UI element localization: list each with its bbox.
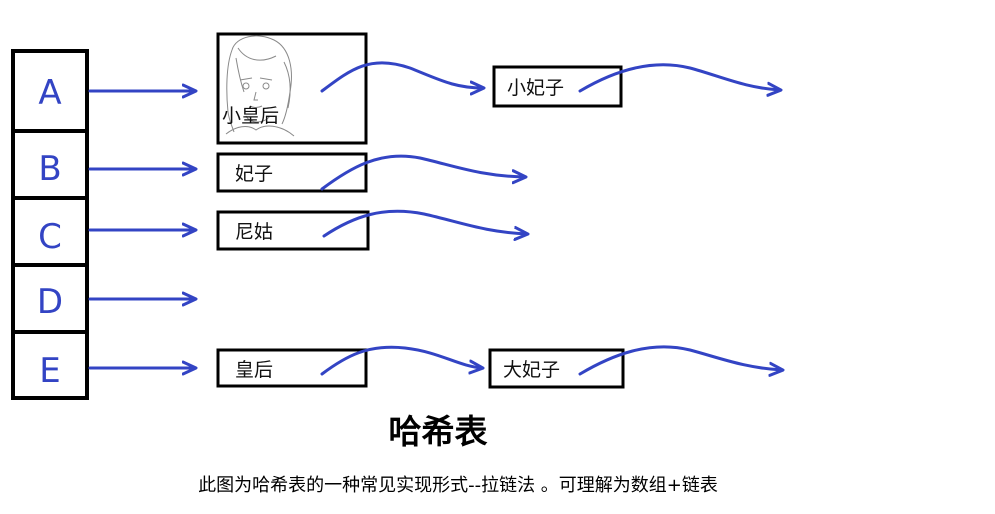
chain-node-box [216, 348, 368, 388]
bucket-label-a: A [38, 73, 61, 113]
chain-node-box [216, 152, 368, 193]
chain-c: 尼姑 [216, 209, 527, 251]
chain-next-arrow [578, 63, 780, 91]
chain-node-box [216, 32, 368, 145]
chain-node-label: 尼姑 [235, 221, 273, 243]
chain-node-label: 小皇后 [222, 105, 279, 127]
chain-node-box [488, 348, 625, 389]
chain-next-arrow [320, 61, 483, 91]
chain-node-label: 妃子 [235, 163, 273, 185]
bucket-pointers [88, 91, 195, 368]
chain-a: 小皇后 小妃子 [216, 32, 780, 145]
chain-next-arrow [320, 154, 525, 191]
chain-node-box [492, 65, 623, 108]
diagram-title: 哈希表 [389, 412, 488, 451]
chain-node-box [216, 210, 370, 251]
bucket-array: A B C D E [11, 49, 89, 400]
chain-b: 妃子 [216, 152, 525, 193]
diagram-caption: 此图为哈希表的一种常见实现形式--拉链法 。可理解为数组+链表 [198, 475, 718, 496]
chain-next-arrow [578, 345, 782, 374]
bucket-label-d: D [37, 282, 63, 322]
chain-next-arrow [322, 209, 527, 236]
bucket-array-frame [11, 49, 89, 400]
chain-node-label: 皇后 [235, 359, 273, 381]
bucket-label-b: B [38, 149, 61, 189]
chain-node-label: 小妃子 [507, 77, 564, 99]
chain-node-label: 大妃子 [503, 359, 560, 381]
chain-next-arrow [320, 345, 482, 376]
bucket-label-c: C [38, 217, 62, 257]
chain-e: 皇后 大妃子 [216, 345, 782, 389]
bucket-label-e: E [39, 351, 60, 391]
portrait-sketch-icon [225, 35, 295, 137]
